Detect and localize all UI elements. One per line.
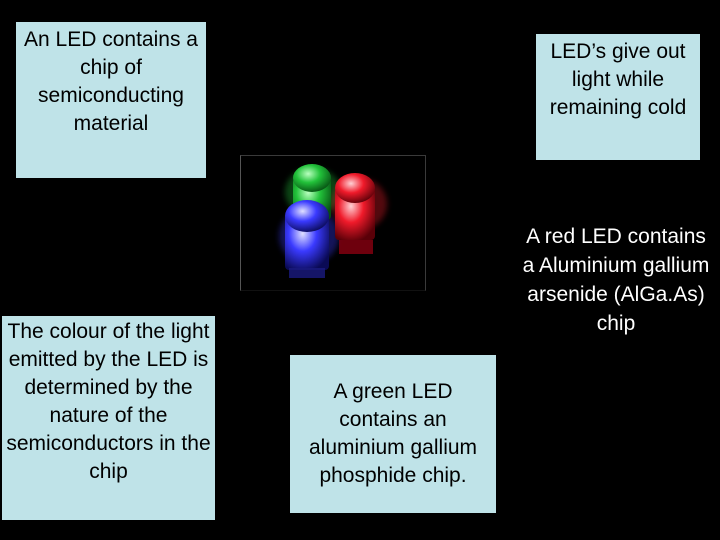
led-photo xyxy=(240,155,426,291)
info-text-led-chip: An LED contains a chip of semiconducting… xyxy=(24,28,198,135)
info-text-colour: The colour of the light emitted by the L… xyxy=(6,320,211,483)
red-led-description: A red LED contains a Aluminium gallium a… xyxy=(518,222,714,338)
blue-led-icon xyxy=(285,200,329,278)
red-led-icon xyxy=(335,173,375,254)
info-box-cold-light: LED’s give out light while remaining col… xyxy=(536,34,700,160)
info-text-green-led: A green LED contains an aluminium galliu… xyxy=(308,380,478,487)
info-box-green-led: A green LED contains an aluminium galliu… xyxy=(290,355,496,513)
info-box-colour: The colour of the light emitted by the L… xyxy=(2,316,215,520)
led-illustration xyxy=(279,164,387,278)
red-led-text: A red LED contains a Aluminium gallium a… xyxy=(522,225,710,335)
info-box-led-chip: An LED contains a chip of semiconducting… xyxy=(16,22,206,178)
info-text-cold-light: LED’s give out light while remaining col… xyxy=(549,40,687,119)
